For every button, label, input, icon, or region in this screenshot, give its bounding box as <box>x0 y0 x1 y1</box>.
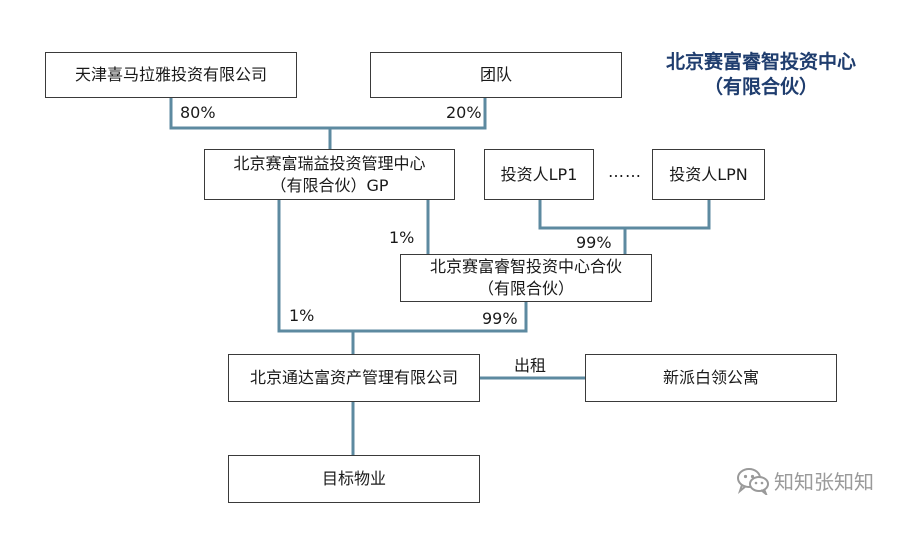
watermark-text: 知知张知知 <box>774 470 874 494</box>
node-label: 目标物业 <box>321 469 386 488</box>
diagram-title: 北京赛富睿智投资中心 （有限合伙） <box>636 50 886 100</box>
wechat-icon <box>737 467 769 495</box>
node-investor-lp1: 投资人LP1 <box>484 149 594 200</box>
edge-label-fund-asset: 99% <box>482 309 518 328</box>
investor-ellipsis: …… <box>608 162 642 181</box>
node-label: 北京通达富资产管理有限公司 <box>249 368 458 387</box>
node-label-line-2: （有限合伙） <box>477 279 574 298</box>
node-tianjin-himalaya: 天津喜马拉雅投资有限公司 <box>45 52 297 98</box>
node-gp: 北京赛富瑞益投资管理中心 （有限合伙）GP <box>204 149 455 200</box>
node-label: 天津喜马拉雅投资有限公司 <box>74 65 267 84</box>
edge-label-lease: 出租 <box>514 356 547 375</box>
edge-label-gp-fund: 1% <box>389 228 415 247</box>
node-team: 团队 <box>370 52 622 98</box>
node-fund: 北京赛富睿智投资中心合伙 （有限合伙） <box>400 254 652 302</box>
node-label: 投资人LP1 <box>500 164 578 184</box>
node-label-line-2: （有限合伙）GP <box>270 175 389 195</box>
node-asset-management-co: 北京通达富资产管理有限公司 <box>228 354 480 402</box>
title-line-2: （有限合伙） <box>703 76 818 98</box>
edge-label-80: 80% <box>180 103 216 122</box>
node-investor-lpn: 投资人LPN <box>652 149 765 200</box>
watermark: 知知张知知 <box>736 466 874 495</box>
node-label: 新派白领公寓 <box>662 368 759 387</box>
node-label-line-1: 北京赛富瑞益投资管理中心 <box>233 153 426 173</box>
node-target-property: 目标物业 <box>228 455 480 503</box>
title-line-1: 北京赛富睿智投资中心 <box>665 51 856 73</box>
node-label: 团队 <box>479 65 512 84</box>
edge-label-lps-fund: 99% <box>576 233 612 252</box>
edge-label-20: 20% <box>446 103 482 122</box>
node-label: 投资人LPN <box>669 164 748 184</box>
node-label-line-1: 北京赛富睿智投资中心合伙 <box>429 257 622 276</box>
edge-label-gp-asset: 1% <box>289 306 315 325</box>
node-apartment: 新派白领公寓 <box>585 354 837 402</box>
